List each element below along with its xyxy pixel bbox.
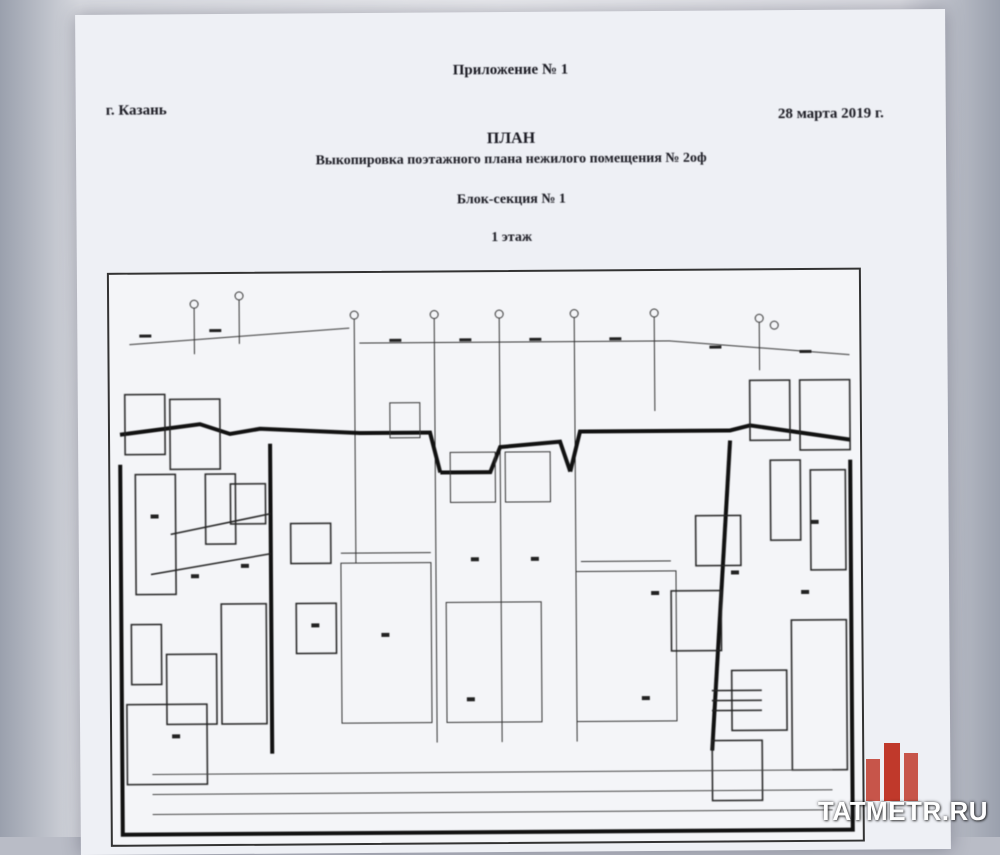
- document-page: Приложение № 1 г. Казань 28 марта 2019 г…: [75, 9, 951, 855]
- date-label: 28 марта 2019 г.: [778, 105, 884, 123]
- site-watermark: TATMETR.RU: [748, 739, 988, 829]
- dimension-ticks: [139, 325, 811, 358]
- bottom-strip: [152, 770, 832, 815]
- plan-subtitle: Выкопировка поэтажного плана нежилого по…: [76, 149, 946, 171]
- watermark-text: TATMETR.RU: [818, 796, 988, 827]
- axis-markers: [129, 288, 852, 745]
- left-rooms: [125, 393, 338, 784]
- section-label: Блок-секция № 1: [76, 189, 946, 211]
- right-rooms: [670, 380, 853, 801]
- appendix-label: Приложение № 1: [75, 59, 945, 82]
- center-rooms: [340, 401, 677, 723]
- city-label: г. Казань: [106, 102, 167, 119]
- buildings-logo-icon: [858, 739, 928, 801]
- plan-title: ПЛАН: [76, 127, 946, 151]
- floor-label: 1 этаж: [77, 227, 947, 249]
